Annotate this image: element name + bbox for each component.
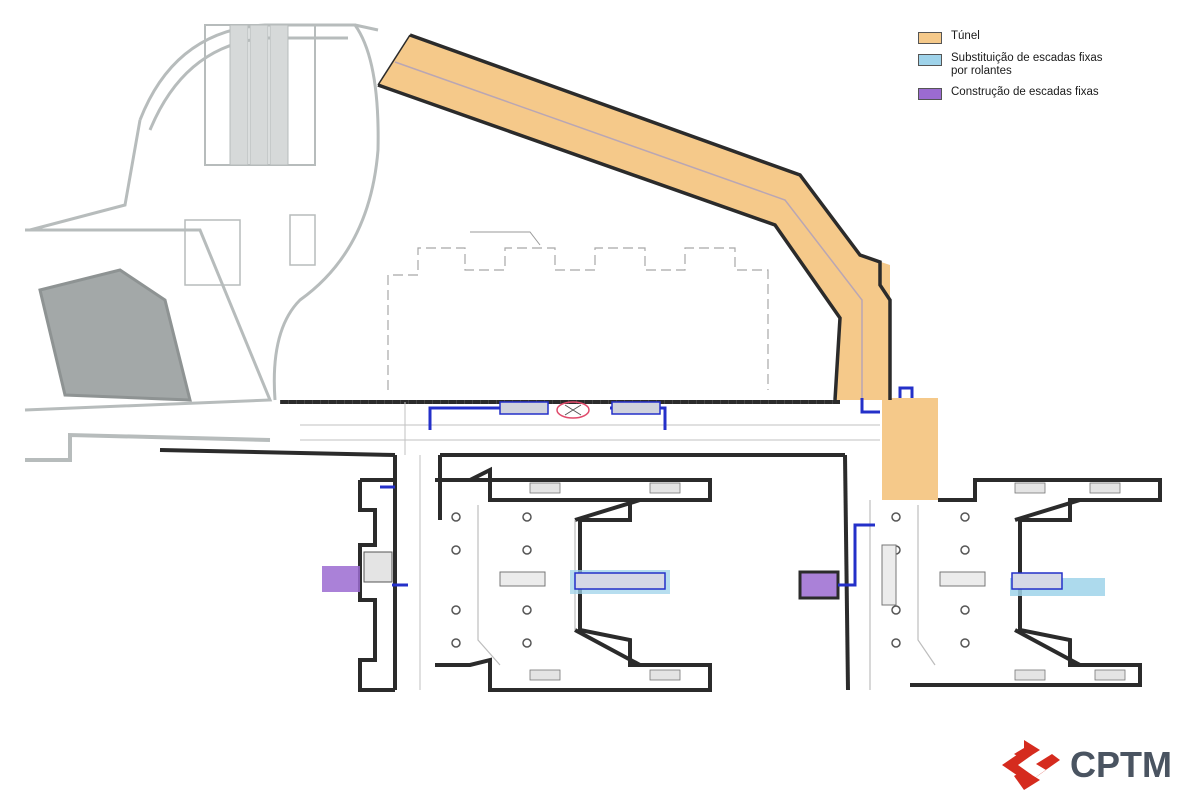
left-platform-columns bbox=[451, 512, 532, 648]
tunnel-centerline bbox=[394, 61, 863, 398]
legend-item-escalator-replacement: Substituição de escadas fixas por rolant… bbox=[918, 52, 1118, 78]
left-platform-building bbox=[435, 466, 712, 692]
existing-station-building bbox=[24, 23, 380, 462]
main-corridor bbox=[159, 400, 845, 690]
legend-swatch-stairs bbox=[918, 88, 942, 100]
legend-swatch-tunnel bbox=[918, 32, 942, 44]
legend-swatch-escalator bbox=[918, 54, 942, 66]
tunnel-area bbox=[378, 35, 890, 400]
left-platform-escalators bbox=[499, 482, 681, 681]
legend-item-stairs-construction: Construção de escadas fixas bbox=[918, 86, 1118, 100]
right-platform-building bbox=[843, 454, 1162, 691]
legend-label: Substituição de escadas fixas por rolant… bbox=[951, 52, 1103, 77]
right-stairs-construction bbox=[800, 572, 838, 598]
callout-line bbox=[470, 231, 541, 246]
legend-label: Construção de escadas fixas bbox=[951, 86, 1099, 98]
tunnel-walls bbox=[377, 33, 892, 401]
left-stair-tower bbox=[358, 478, 395, 692]
cptm-logo-text: CPTM bbox=[1070, 744, 1172, 785]
right-platform-escalators bbox=[881, 482, 1126, 681]
corridor-fine-lines bbox=[300, 402, 880, 690]
corridor-escalators bbox=[499, 401, 661, 415]
grey-lot bbox=[38, 268, 192, 402]
legend-label: Túnel bbox=[951, 30, 980, 42]
legend-item-tunnel: Túnel bbox=[918, 30, 1118, 44]
cptm-logo: CPTM bbox=[1002, 740, 1172, 790]
cptm-logo-mark bbox=[1002, 740, 1060, 790]
dashed-building-outline bbox=[387, 247, 769, 390]
blue-access-routes bbox=[380, 386, 914, 587]
left-stairs-construction bbox=[322, 566, 360, 592]
circulation-marker bbox=[556, 401, 590, 419]
tunnel-lower-area bbox=[882, 398, 938, 500]
right-platform-inner bbox=[869, 500, 936, 690]
map-legend: Túnel Substituição de escadas fixas por … bbox=[918, 30, 1118, 108]
